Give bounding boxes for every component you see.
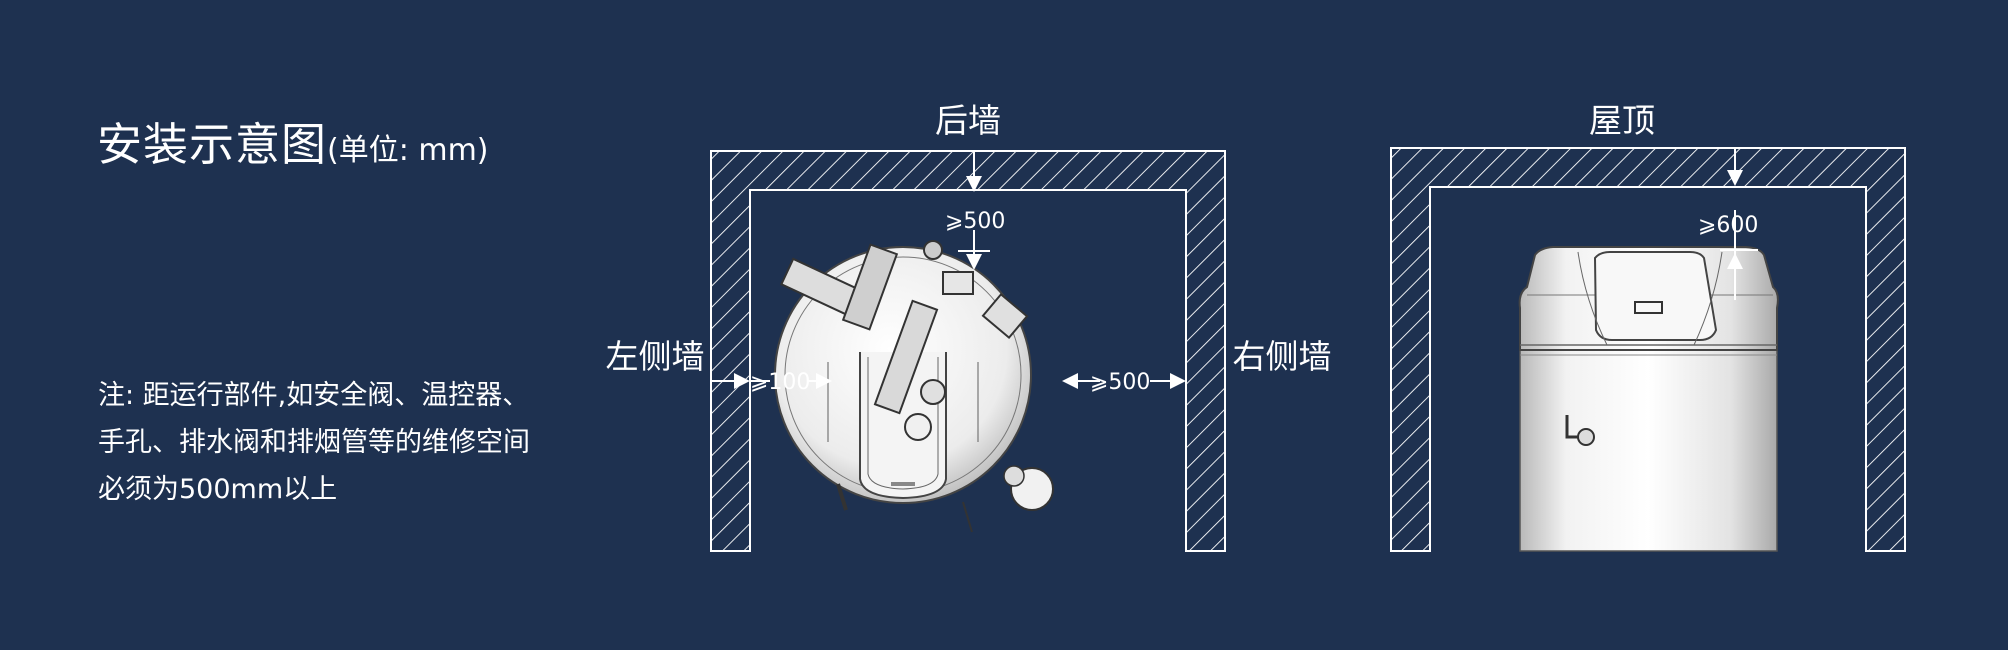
side-view: ⩾600 屋顶 [1390, 101, 1906, 552]
top-view: ⩾500 ⩾100 ⩾500 后墙 左侧墙 右侧墙 [606, 101, 1332, 552]
title-unit: (单位: mm) [327, 133, 489, 168]
note-line-3: 必须为500mm以上 [98, 474, 338, 505]
elevation-walls [1390, 147, 1906, 552]
left-clearance-label: ⩾100 [750, 370, 810, 395]
back-clearance-label: ⩾500 [945, 209, 1005, 234]
right-clearance-label: ⩾500 [1090, 370, 1150, 395]
installation-note: 注: 距运行部件,如安全阀、温控器、 手孔、排水阀和排烟管等的维修空间 必须为5… [98, 372, 578, 513]
plan-walls [710, 150, 1226, 552]
tank-top-view [774, 240, 1054, 533]
title-main: 安装示意图 [97, 118, 328, 171]
left-wall-label: 左侧墙 [606, 337, 705, 376]
right-wall-label: 右侧墙 [1233, 337, 1332, 376]
note-line-2: 手孔、排水阀和排烟管等的维修空间 [98, 427, 530, 458]
top-clearance-label: ⩾600 [1698, 213, 1758, 238]
roof-label: 屋顶 [1589, 101, 1655, 140]
note-line-1: 注: 距运行部件,如安全阀、温控器、 [98, 380, 530, 411]
page-title: 安装示意图(单位: mm) [97, 108, 489, 173]
back-wall-label: 后墙 [935, 101, 1001, 140]
tank-side-view [1518, 246, 1779, 552]
